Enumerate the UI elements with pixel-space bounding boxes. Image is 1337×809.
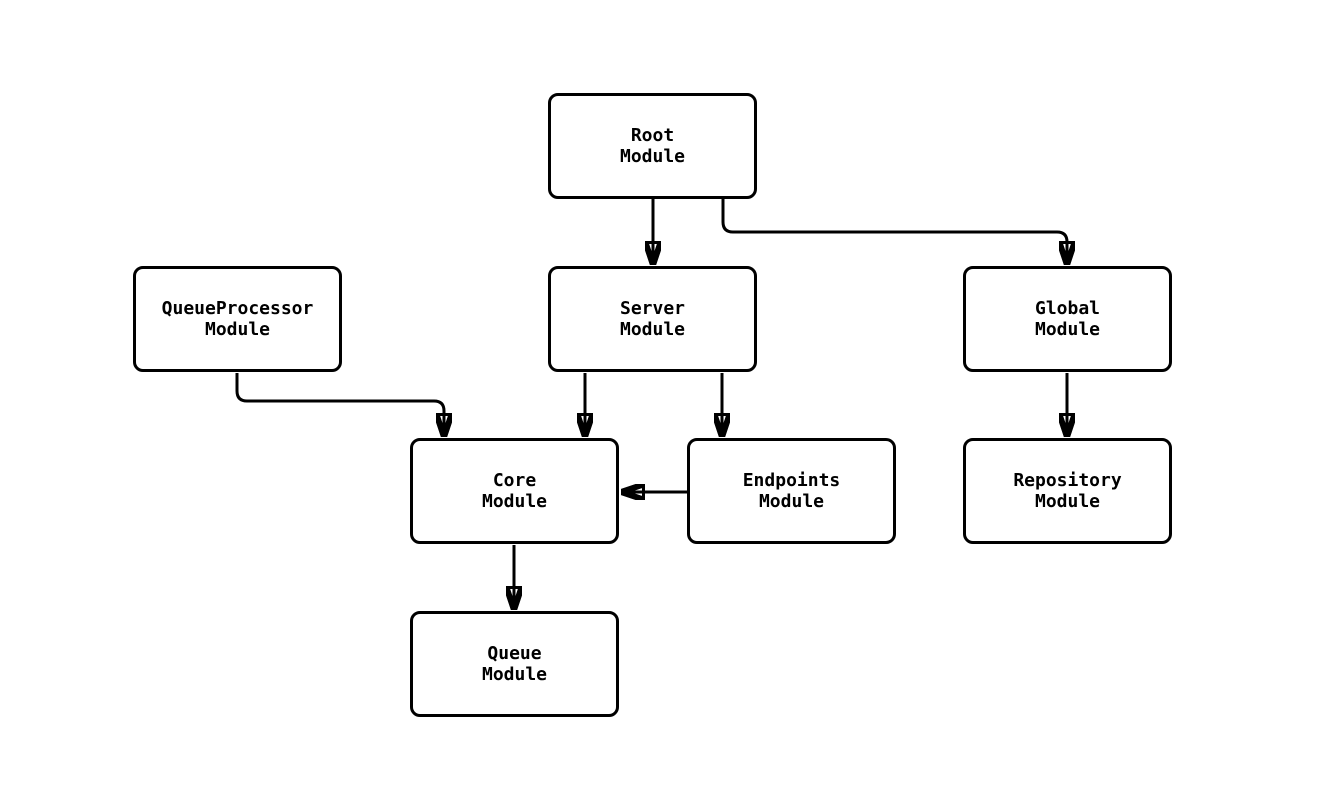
node-queue-module-label: Queue Module	[481, 643, 548, 685]
edge-queueprocessor-to-core	[235, 373, 444, 437]
node-root-module: Root Module	[548, 93, 757, 199]
node-repository-module-label: Repository Module	[1013, 470, 1122, 512]
node-core-module-label: Core Module	[481, 470, 548, 512]
node-endpoints-module-label: Endpoints Module	[742, 470, 841, 512]
node-root-module-label: Root Module	[619, 125, 686, 167]
node-global-module: Global Module	[963, 266, 1172, 372]
node-queueprocessor-module-label: QueueProcessor Module	[161, 298, 314, 340]
node-core-module: Core Module	[410, 438, 619, 544]
node-server-module-label: Server Module	[619, 298, 686, 340]
node-queue-module: Queue Module	[410, 611, 619, 717]
node-repository-module: Repository Module	[963, 438, 1172, 544]
node-endpoints-module: Endpoints Module	[687, 438, 896, 544]
edge-root-to-global	[721, 199, 1067, 265]
node-global-module-label: Global Module	[1034, 298, 1101, 340]
node-server-module: Server Module	[548, 266, 757, 372]
node-queueprocessor-module: QueueProcessor Module	[133, 266, 342, 372]
